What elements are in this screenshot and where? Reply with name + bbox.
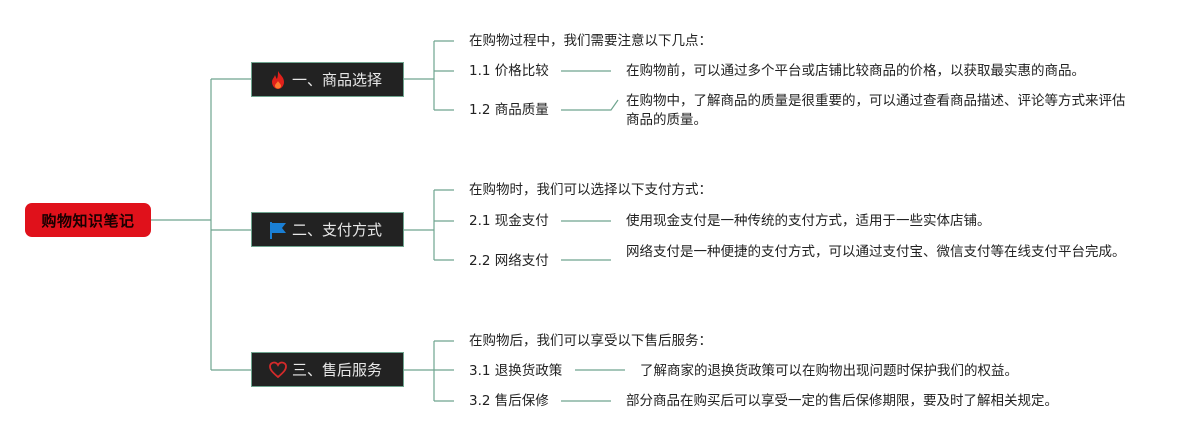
item-detail: 使用现金支付是一种传统的支付方式，适用于一些实体店铺。 [626,213,991,229]
branch-intro: 在购物时，我们可以选择以下支付方式： [469,182,712,198]
item-label: 2.2 网络支付 [469,253,549,269]
branch-node-after-sales[interactable]: 三、售后服务 [251,352,404,387]
branch-intro: 在购物后，我们可以享受以下售后服务： [469,333,712,349]
branch-node-payment-methods[interactable]: 二、支付方式 [251,212,404,247]
item-detail: 网络支付是一种便捷的支付方式，可以通过支付宝、微信支付等在线支付平台完成。 [626,244,1126,260]
item-label: 2.1 现金支付 [469,213,549,229]
branch-title: 二、支付方式 [292,221,383,239]
item-detail: 在购物前，可以通过多个平台或店铺比较商品的价格，以获取最实惠的商品。 [626,63,1085,79]
fire-icon [268,70,288,90]
item-detail: 部分商品在购买后可以享受一定的售后保修期限，要及时了解相关规定。 [626,393,1058,409]
branch-title: 三、售后服务 [292,361,383,379]
branch-node-product-selection[interactable]: 一、商品选择 [251,62,404,97]
item-detail: 了解商家的退换货政策可以在购物出现问题时保护我们的权益。 [640,363,1018,379]
root-title: 购物知识笔记 [41,211,135,230]
item-label: 3.2 售后保修 [469,393,549,409]
branch-intro: 在购物过程中，我们需要注意以下几点： [469,33,712,49]
root-node[interactable]: 购物知识笔记 [25,203,151,237]
heart-icon [268,360,288,380]
branch-title: 一、商品选择 [292,71,383,89]
item-label: 1.1 价格比较 [469,63,549,79]
item-detail: 在购物中，了解商品的质量是很重要的，可以通过查看商品描述、评论等方式来评估商品的… [626,93,1126,128]
item-label: 1.2 商品质量 [469,102,549,118]
flag-icon [268,220,288,240]
item-label: 3.1 退换货政策 [469,363,563,379]
